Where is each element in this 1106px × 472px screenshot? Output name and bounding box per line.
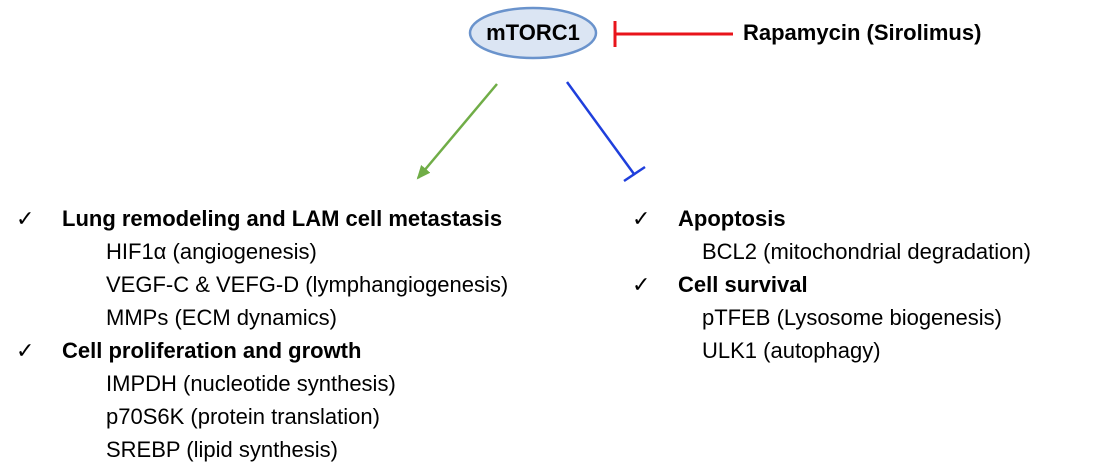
group-header-text: Lung remodeling and LAM cell metastasis — [62, 206, 503, 231]
blue-inhibition-line — [565, 81, 636, 175]
list-item: pTFEB (Lysosome biogenesis) — [702, 305, 1002, 330]
left-effects-list: ✓ Lung remodeling and LAM cell metastasis… — [16, 202, 508, 466]
group-header: ✓ Apoptosis — [632, 202, 1031, 235]
group-header: ✓ Lung remodeling and LAM cell metastasis — [16, 202, 508, 235]
list-item: ULK1 (autophagy) — [702, 338, 881, 363]
list-item: MMPs (ECM dynamics) — [106, 305, 338, 330]
right-effects-list: ✓ Apoptosis BCL2 (mitochondrial degradati… — [632, 202, 1031, 367]
mtorc1-node — [468, 6, 598, 60]
check-icon: ✓ — [632, 206, 651, 231]
group-header: ✓ Cell survival — [632, 268, 1031, 301]
list-item: BCL2 (mitochondrial degradation) — [702, 239, 1031, 264]
group-header-text: Cell proliferation and growth — [62, 338, 362, 363]
group-header-text: Cell survival — [678, 272, 808, 297]
list-item: HIF1α (angiogenesis) — [106, 239, 317, 264]
check-icon: ✓ — [632, 272, 651, 297]
mtorc1-label: mTORC1 — [486, 20, 580, 45]
list-item: VEGF-C & VEFG-D (lymphangiogenesis) — [106, 272, 509, 297]
list-item: SREBP (lipid synthesis) — [106, 437, 338, 462]
check-icon: ✓ — [16, 206, 35, 231]
rapamycin-label: Rapamycin (Sirolimus) — [743, 20, 982, 45]
list-item: p70S6K (protein translation) — [106, 404, 380, 429]
check-icon: ✓ — [16, 338, 35, 363]
group-header-text: Apoptosis — [678, 206, 786, 231]
list-item: IMPDH (nucleotide synthesis) — [106, 371, 396, 396]
group-header: ✓ Cell proliferation and growth — [16, 334, 508, 367]
activation-arrow — [416, 83, 498, 180]
blue-inhibition-bar — [623, 165, 646, 183]
